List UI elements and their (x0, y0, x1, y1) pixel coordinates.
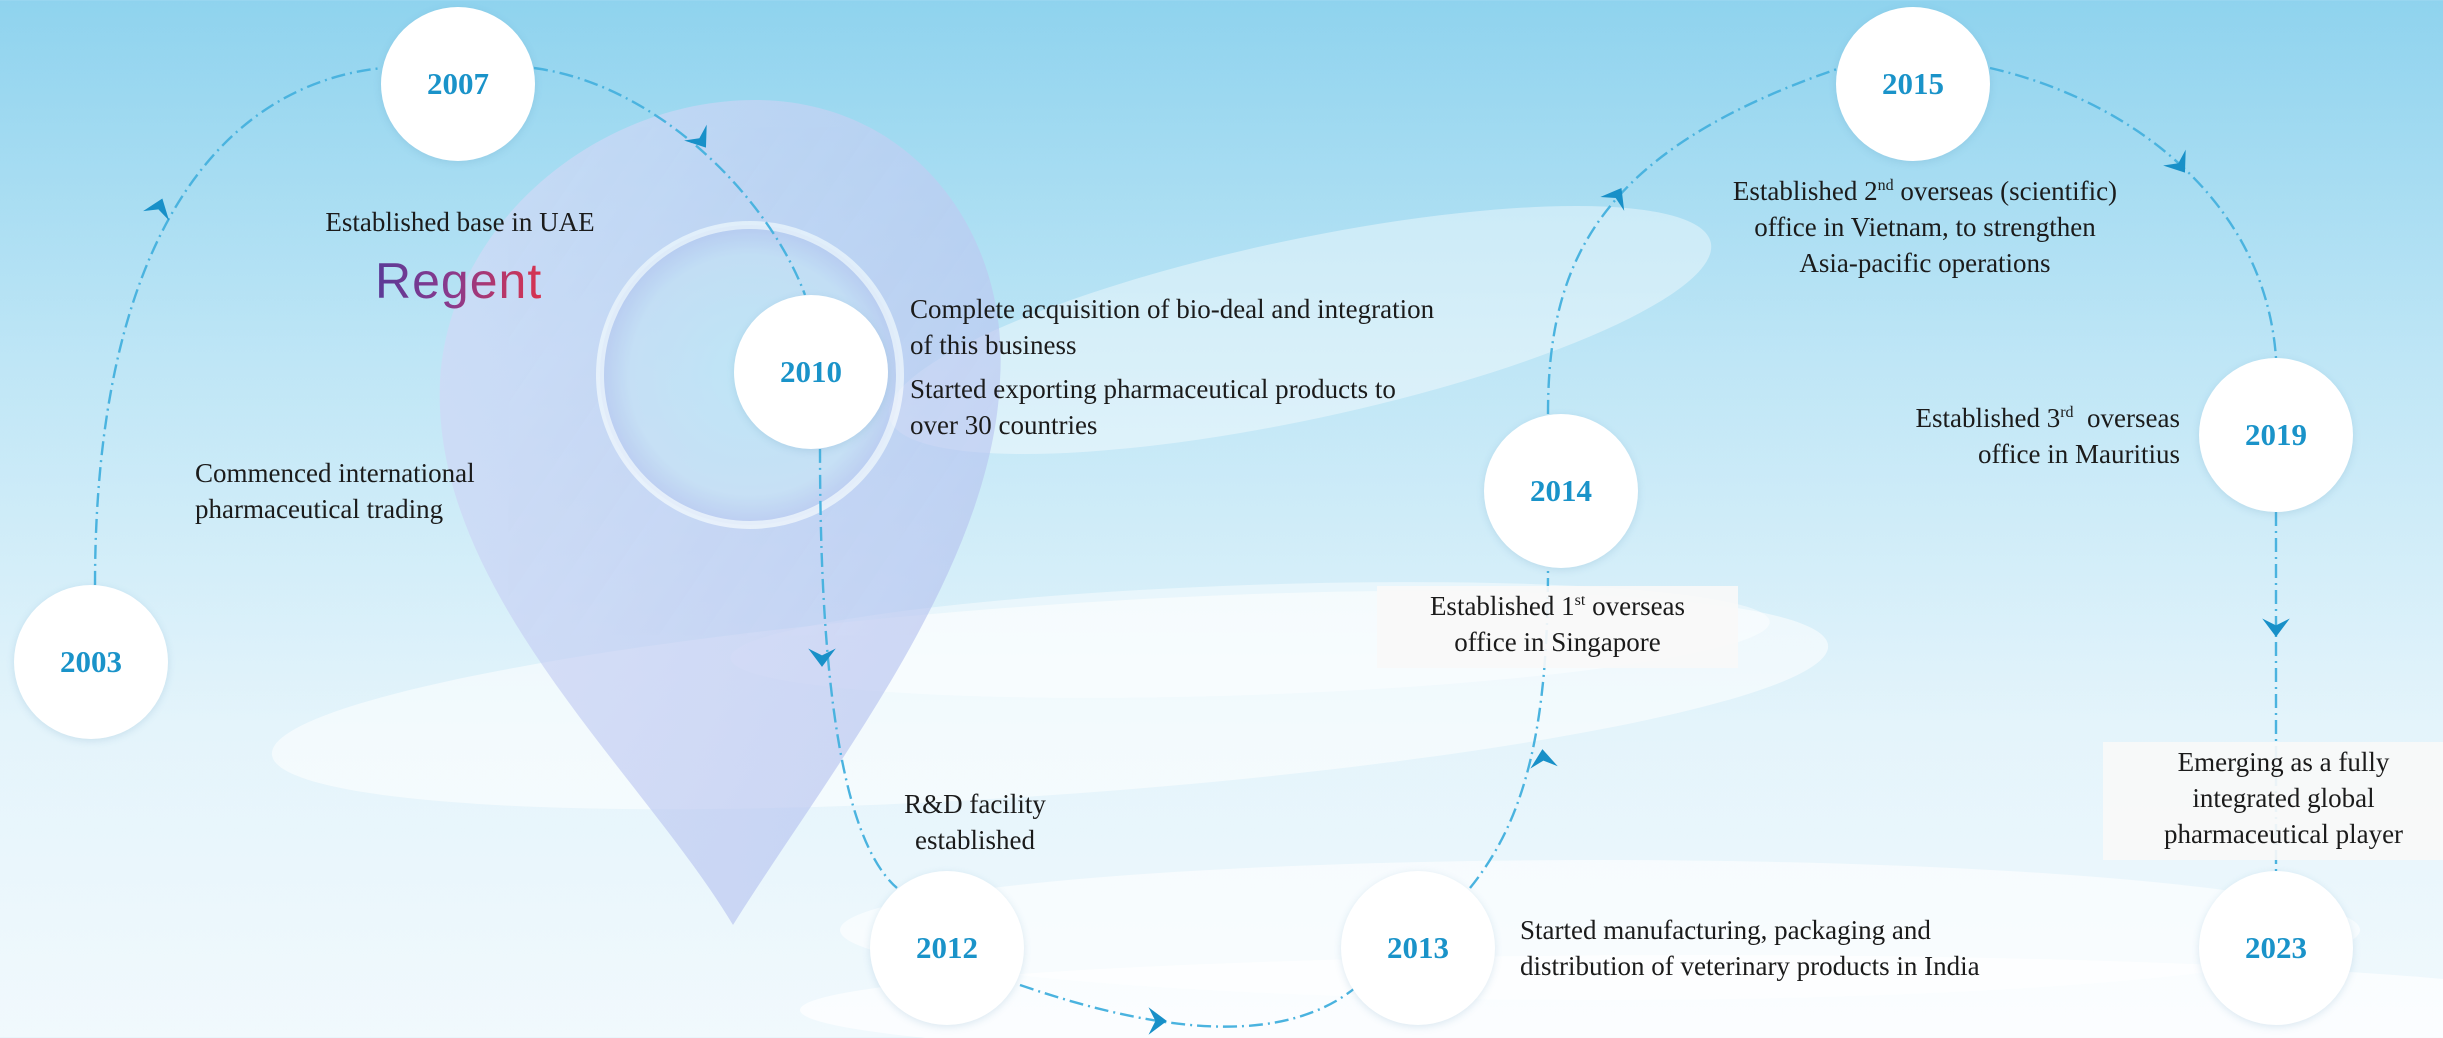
caption-line: Commenced international (195, 455, 535, 491)
caption-line: Established 2nd overseas (scientific) (1700, 173, 2150, 209)
caption-text: overseas (1585, 591, 1686, 621)
caption-line: of this business (910, 327, 1530, 363)
caption-line: Established base in UAE (300, 204, 620, 240)
chevron-arrow-icon (143, 198, 170, 221)
milestone-caption-2023: Emerging as a fully integrated global phar… (2103, 742, 2443, 860)
caption-text: pharmaceutical player (2163, 819, 2404, 849)
caption-line: Started manufacturing, packaging and (1520, 912, 2080, 948)
caption-text: established (915, 825, 1035, 855)
caption-text: R&D facility (904, 789, 1046, 819)
caption-line: Emerging as a fully (2111, 744, 2443, 780)
caption-text: integrated global (2192, 783, 2375, 813)
milestone-caption-2015: Established 2nd overseas (scientific)off… (1700, 173, 2150, 281)
path-segment (1019, 983, 1356, 1028)
caption-line: Complete acquisition of bio-deal and int… (910, 291, 1530, 327)
caption-line: pharmaceutical trading (195, 491, 535, 527)
caption-line: distribution of veterinary products in I… (1520, 948, 2080, 984)
year-label: 2010 (780, 354, 842, 389)
year-circle-2013: 2013 (1341, 871, 1495, 1025)
year-circle-2019: 2019 (2199, 358, 2353, 512)
year-circle-2010: 2010 (734, 295, 888, 449)
caption-line: R&D facility (860, 786, 1090, 822)
regent-logo: Regent (375, 253, 543, 309)
caption-text: over 30 countries (910, 410, 1098, 440)
year-label: 2023 (2245, 930, 2307, 965)
caption-text: Started exporting pharmaceutical product… (910, 374, 1396, 404)
year-circle-2023: 2023 (2199, 871, 2353, 1025)
caption-line: Asia-pacific operations (1700, 245, 2150, 281)
milestone-caption-2007: Established base in UAE (300, 204, 620, 240)
year-circle-2003: 2003 (14, 585, 168, 739)
caption-line: pharmaceutical player (2111, 816, 2443, 852)
milestone-caption-2010: Complete acquisition of bio-deal and int… (910, 291, 1530, 363)
path-segment (93, 66, 383, 586)
caption-line: established (860, 822, 1090, 858)
caption-text: overseas (2073, 403, 2180, 433)
year-label: 2003 (60, 644, 122, 679)
ordinal-suffix: rd (2060, 404, 2074, 421)
caption-line: Started exporting pharmaceutical product… (910, 371, 1530, 407)
milestone-caption-2012: R&D facility established (860, 786, 1090, 858)
caption-line: integrated global (2111, 780, 2443, 816)
caption-text: Established 3 (1915, 403, 2061, 433)
path-segment (1546, 66, 1841, 415)
year-circle-2015: 2015 (1836, 7, 1990, 161)
caption-text: overseas (scientific) (1893, 176, 2118, 206)
chevron-arrow-icon (808, 648, 836, 667)
year-label: 2015 (1882, 66, 1944, 101)
caption-text: office in Mauritius (1978, 439, 2180, 469)
chevron-arrow-icon (2163, 149, 2186, 173)
caption-line: office in Vietnam, to strengthen (1700, 209, 2150, 245)
ordinal-suffix: nd (1877, 177, 1894, 194)
year-circle-2012: 2012 (870, 871, 1024, 1025)
caption-text: Established base in UAE (325, 207, 595, 237)
chevron-arrow-icon (1600, 188, 1625, 211)
year-circle-2007: 2007 (381, 7, 535, 161)
caption-text: pharmaceutical trading (195, 494, 444, 524)
path-segment (533, 66, 807, 296)
year-label: 2019 (2245, 417, 2307, 452)
caption-text: of this business (910, 330, 1077, 360)
ordinal-suffix: st (1574, 592, 1586, 609)
year-circle-2014: 2014 (1484, 414, 1638, 568)
caption-line: office in Mauritius (1850, 436, 2180, 472)
caption-line: Established 3rd overseas (1850, 400, 2180, 436)
caption-text: Emerging as a fully (2177, 747, 2390, 777)
chevron-arrow-icon (684, 124, 707, 148)
caption-text: office in Singapore (1454, 627, 1661, 657)
year-label: 2014 (1530, 473, 1592, 508)
caption-text: office in Vietnam, to strengthen (1754, 212, 2096, 242)
caption-line: over 30 countries (910, 407, 1530, 443)
caption-text: Started manufacturing, packaging and (1520, 915, 1931, 945)
caption-line: office in Singapore (1385, 624, 1730, 660)
chevron-arrow-icon (2262, 618, 2290, 637)
caption-text: distribution of veterinary products in I… (1520, 951, 1980, 981)
milestone-caption-2013: Started manufacturing, packaging and dist… (1520, 912, 2080, 984)
path-segment (1469, 567, 1550, 889)
year-label: 2007 (427, 66, 489, 101)
year-label: 2012 (916, 930, 978, 965)
chevron-arrow-icon (1148, 1007, 1167, 1035)
milestone-caption-2003: Commenced international pharmaceutical tr… (195, 455, 535, 527)
year-label: 2013 (1387, 930, 1449, 965)
caption-text: Complete acquisition of bio-deal and int… (910, 294, 1435, 324)
chevron-arrow-icon (1530, 749, 1558, 769)
caption-text: Commenced international (195, 458, 475, 488)
caption-text: Established 2 (1732, 176, 1878, 206)
caption-line: Established 1st overseas (1385, 588, 1730, 624)
milestone-caption-2010: Started exporting pharmaceutical product… (910, 371, 1530, 443)
caption-text: Asia-pacific operations (1799, 248, 2051, 278)
caption-text: Established 1 (1429, 591, 1575, 621)
